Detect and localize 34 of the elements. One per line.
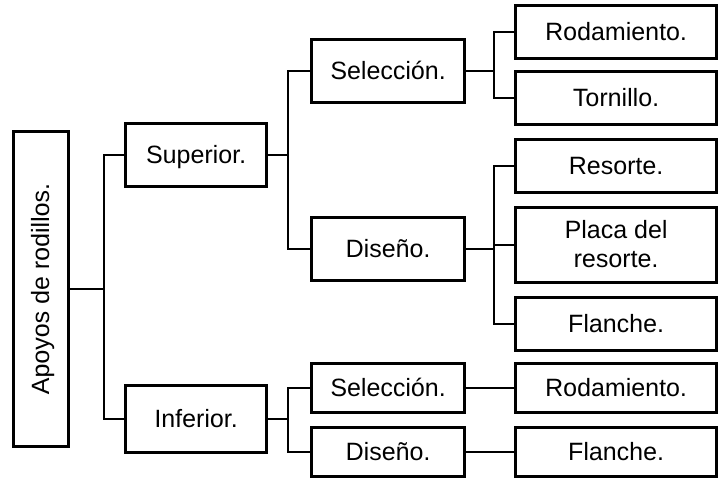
category-box <box>310 426 466 478</box>
category-box <box>124 122 268 188</box>
node-label: Flanche. <box>568 310 664 338</box>
category-box <box>12 130 70 448</box>
node-label: Superior. <box>146 140 246 170</box>
category-box <box>124 384 268 454</box>
node-label: Diseño. <box>346 234 430 264</box>
category-box <box>310 38 466 104</box>
category-box <box>310 362 466 414</box>
category-box <box>310 216 466 282</box>
connector-line <box>466 70 514 99</box>
category-box <box>514 426 718 478</box>
category-box <box>514 70 718 126</box>
node-label: Rodamiento. <box>545 18 687 46</box>
node-label: Diseño. <box>346 438 430 466</box>
connector-line <box>268 418 310 453</box>
category-box <box>514 4 718 60</box>
category-box <box>514 296 718 352</box>
connector-line <box>268 154 310 250</box>
node-label: Apoyos de rodillos. <box>26 183 56 395</box>
node-label: Flanche. <box>568 438 664 466</box>
connector-line <box>466 248 514 325</box>
node-label: Selección. <box>330 56 446 86</box>
connector-line <box>466 451 514 453</box>
node-label: Rodamiento. <box>545 374 687 402</box>
node-label: Tornillo. <box>572 84 660 112</box>
connector-line <box>466 387 514 389</box>
node-label: Inferior. <box>154 404 238 434</box>
category-box <box>514 138 718 194</box>
category-box <box>514 206 718 284</box>
node-label: Placa del resorte. <box>564 216 668 274</box>
category-box <box>514 362 718 414</box>
node-label: Resorte. <box>568 152 664 180</box>
node-label: Selección. <box>330 374 446 402</box>
